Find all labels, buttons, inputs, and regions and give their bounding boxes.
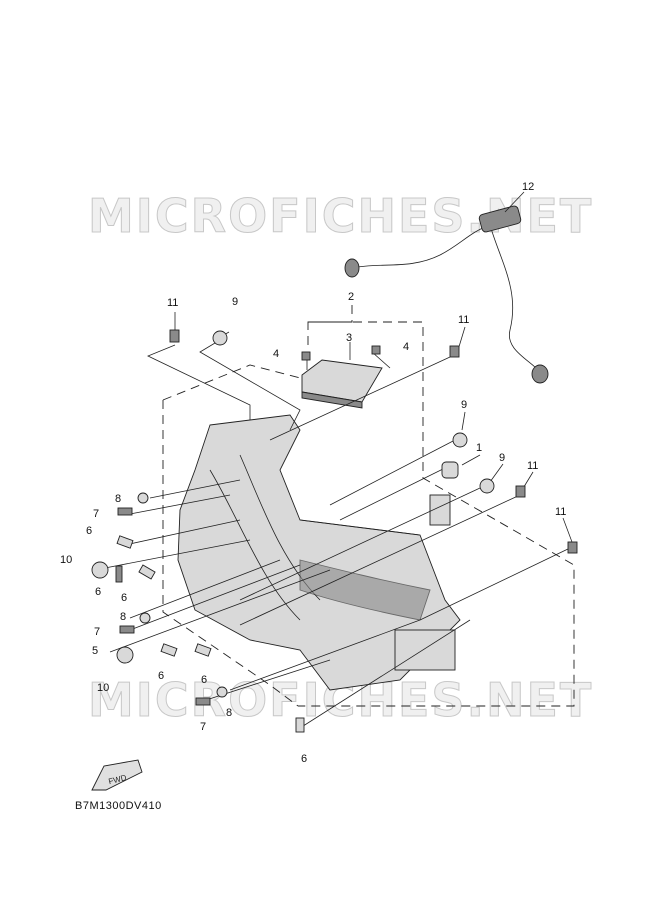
bracket-1-icon bbox=[441, 461, 459, 479]
callout-11b: 11 bbox=[458, 314, 469, 326]
callout-4a: 4 bbox=[273, 348, 279, 360]
callout-7c: 7 bbox=[200, 721, 206, 733]
callout-8b: 8 bbox=[120, 611, 126, 623]
callout-9c: 9 bbox=[499, 452, 505, 464]
callout-11c: 11 bbox=[527, 460, 538, 472]
screw-7b-icon bbox=[119, 625, 135, 634]
bolt-11c-icon bbox=[515, 485, 526, 498]
clip-6b-icon bbox=[115, 565, 123, 583]
screw-7c-icon bbox=[195, 697, 211, 706]
connector-bottom-icon bbox=[531, 364, 549, 384]
bolt-11b-icon bbox=[449, 345, 460, 358]
callout-1: 1 bbox=[476, 442, 482, 454]
callout-6c: 6 bbox=[121, 592, 127, 604]
bolt-11a-icon bbox=[169, 329, 180, 343]
callout-3: 3 bbox=[346, 332, 352, 344]
callout-9a: 9 bbox=[232, 296, 238, 308]
grommet-10a-icon bbox=[91, 561, 109, 579]
washer-8c-icon bbox=[216, 686, 228, 698]
grommet-9a-icon bbox=[212, 330, 228, 346]
callout-10a: 10 bbox=[60, 554, 72, 566]
clip-6d-icon bbox=[160, 643, 178, 657]
screw-7a-icon bbox=[117, 507, 133, 516]
connector-top-icon bbox=[478, 205, 522, 233]
assembly-outline bbox=[162, 305, 575, 707]
callout-4b: 4 bbox=[403, 341, 409, 353]
callouts: 12 2 3 4 4 11 9 11 9 1 9 11 11 8 7 6 10 … bbox=[60, 181, 566, 765]
callout-5: 5 bbox=[92, 645, 98, 657]
clip-6f-icon bbox=[295, 717, 305, 733]
washer-8a-icon bbox=[137, 492, 149, 504]
grommet-9b-icon bbox=[452, 432, 468, 448]
fwd-label: FWD bbox=[108, 773, 128, 786]
leader-lines bbox=[104, 191, 573, 729]
callout-6e: 6 bbox=[201, 674, 207, 686]
callout-6a: 6 bbox=[86, 525, 92, 537]
clip-6e-icon bbox=[194, 643, 212, 657]
callout-6b: 6 bbox=[95, 586, 101, 598]
fwd-arrow-icon: FWD bbox=[91, 759, 143, 791]
callout-7a: 7 bbox=[93, 508, 99, 520]
diagram-code: B7M1300DV410 bbox=[75, 800, 162, 812]
control-unit bbox=[301, 359, 383, 409]
headlight-body bbox=[177, 414, 461, 691]
clip-6c-icon bbox=[138, 564, 156, 580]
callout-8c: 8 bbox=[226, 707, 232, 719]
callout-6d: 6 bbox=[158, 670, 164, 682]
callout-2: 2 bbox=[348, 291, 354, 303]
callout-6f: 6 bbox=[301, 753, 307, 765]
fasteners bbox=[91, 329, 578, 733]
grommet-9c-icon bbox=[479, 478, 495, 494]
washer-8b-icon bbox=[139, 612, 151, 624]
callout-8a: 8 bbox=[115, 493, 121, 505]
wire-harness bbox=[344, 205, 549, 384]
callout-12: 12 bbox=[522, 181, 534, 193]
callout-11d: 11 bbox=[555, 506, 566, 518]
screw-4a-icon bbox=[301, 351, 311, 361]
clip-6a-icon bbox=[116, 535, 134, 549]
grommet-10b-icon bbox=[116, 646, 134, 664]
callout-10b: 10 bbox=[97, 682, 109, 694]
bolt-11d-icon bbox=[567, 541, 578, 554]
screw-4b-icon bbox=[371, 345, 381, 355]
connector-left-icon bbox=[344, 258, 360, 278]
callout-9b: 9 bbox=[461, 399, 467, 411]
callout-7b: 7 bbox=[94, 626, 100, 638]
callout-11a: 11 bbox=[167, 297, 178, 309]
